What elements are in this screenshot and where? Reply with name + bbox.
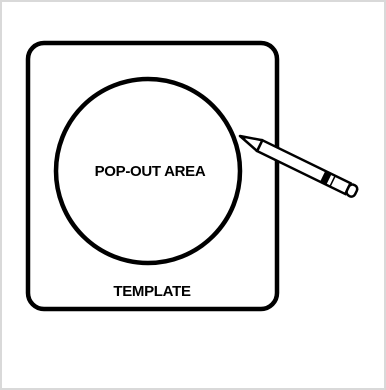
pencil-icon	[238, 134, 359, 198]
template-label: TEMPLATE	[113, 283, 191, 300]
pop-out-circle	[53, 76, 243, 266]
pop-out-area-label: POP-OUT AREA	[95, 163, 206, 180]
